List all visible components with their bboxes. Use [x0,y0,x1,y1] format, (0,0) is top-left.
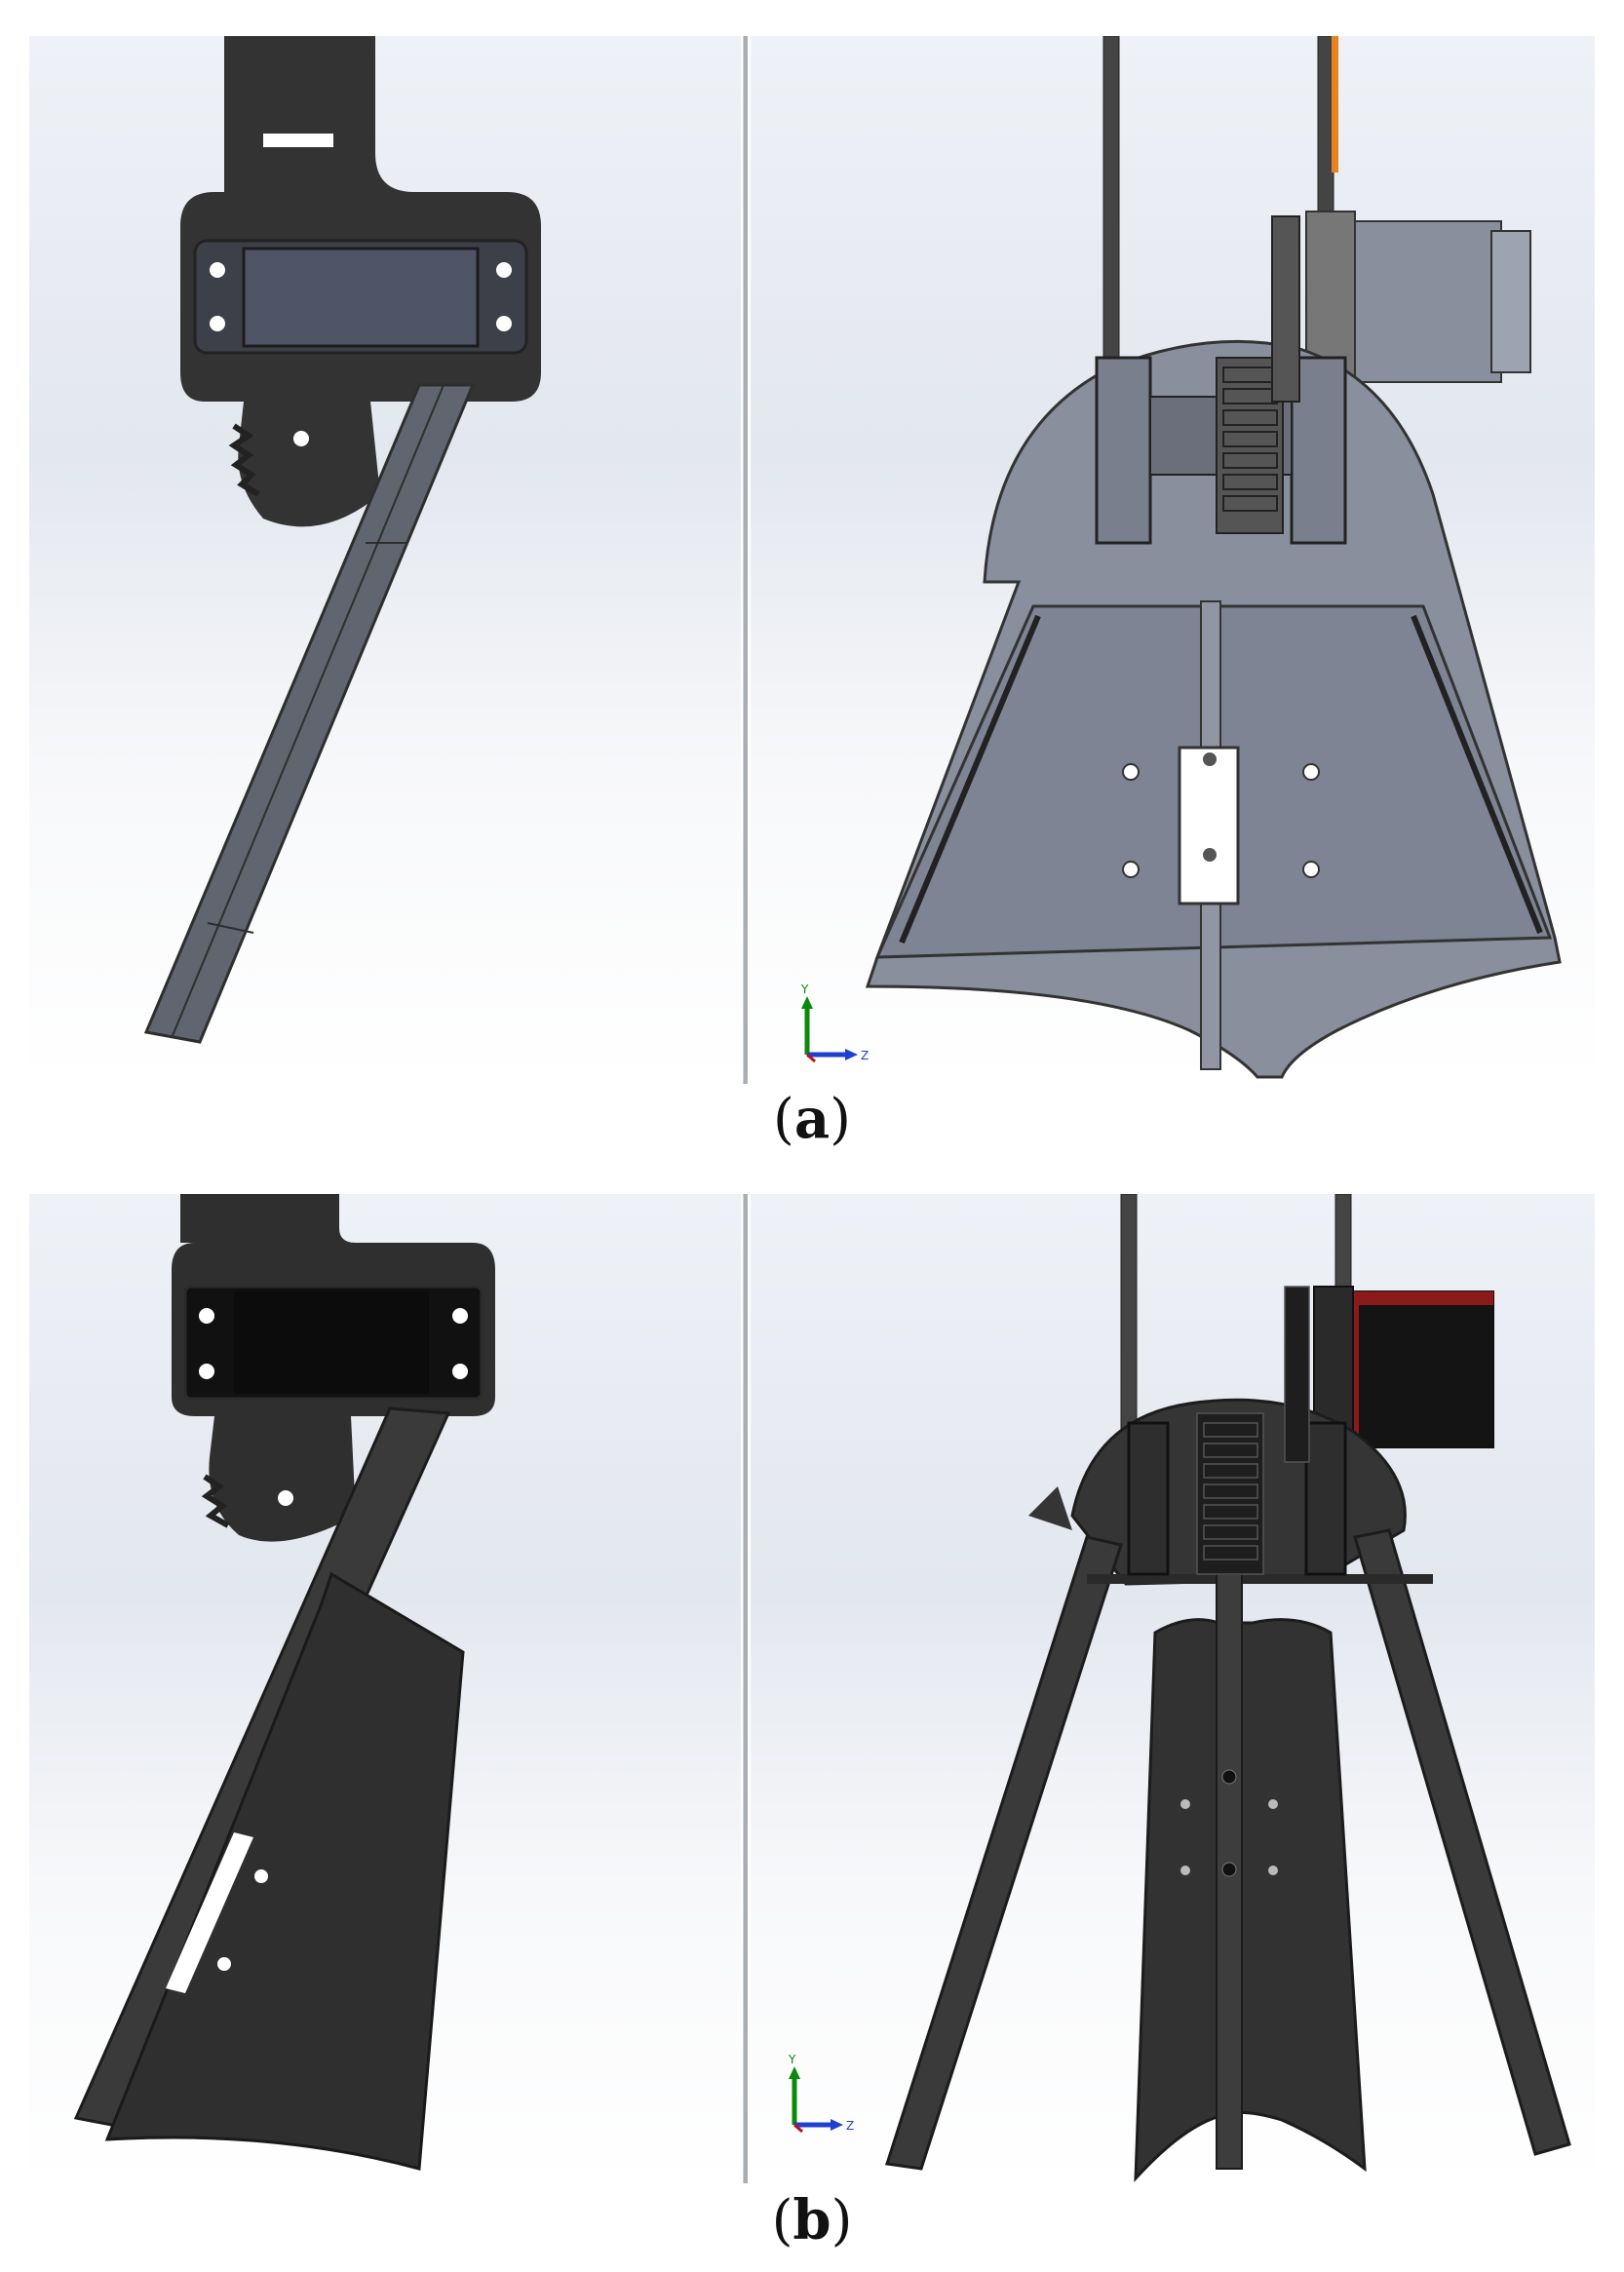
gripper-pad [104,1571,465,2171]
panel-a-front-view: Y Z [751,36,1595,1084]
stepper-motor [1346,1290,1494,1448]
gear-stack [1196,1286,1310,1575]
coordinate-triad-icon [789,2066,843,2134]
axis-label-y: Y [788,2053,796,2066]
caption-b: (b) [771,2188,853,2253]
joint-hub [209,1416,356,1542]
gripper-finger [143,383,476,1044]
axis-label-z: Z [861,1049,869,1062]
panel-b-divider [743,1194,748,2183]
right-leg [1353,1528,1571,2156]
panel-a-divider [743,36,748,1084]
joint-hub [238,402,380,527]
stepper-motor [1344,220,1502,383]
orange-rod-edge [1332,36,1338,173]
gear-stack [1216,215,1300,534]
axis-label-z: Z [846,2119,854,2133]
panel-b-side-view [29,1194,741,2183]
caption-a: (a) [772,1087,851,1151]
coordinate-triad-icon [801,996,858,1063]
axis-label-y: Y [800,982,809,996]
left-leg [885,1535,1123,2171]
panel-b-front-view: Y Z [751,1194,1595,2183]
base-slot [1178,746,1240,905]
center-pad [1134,1618,1367,2183]
panel-a-side-view [29,36,741,1084]
